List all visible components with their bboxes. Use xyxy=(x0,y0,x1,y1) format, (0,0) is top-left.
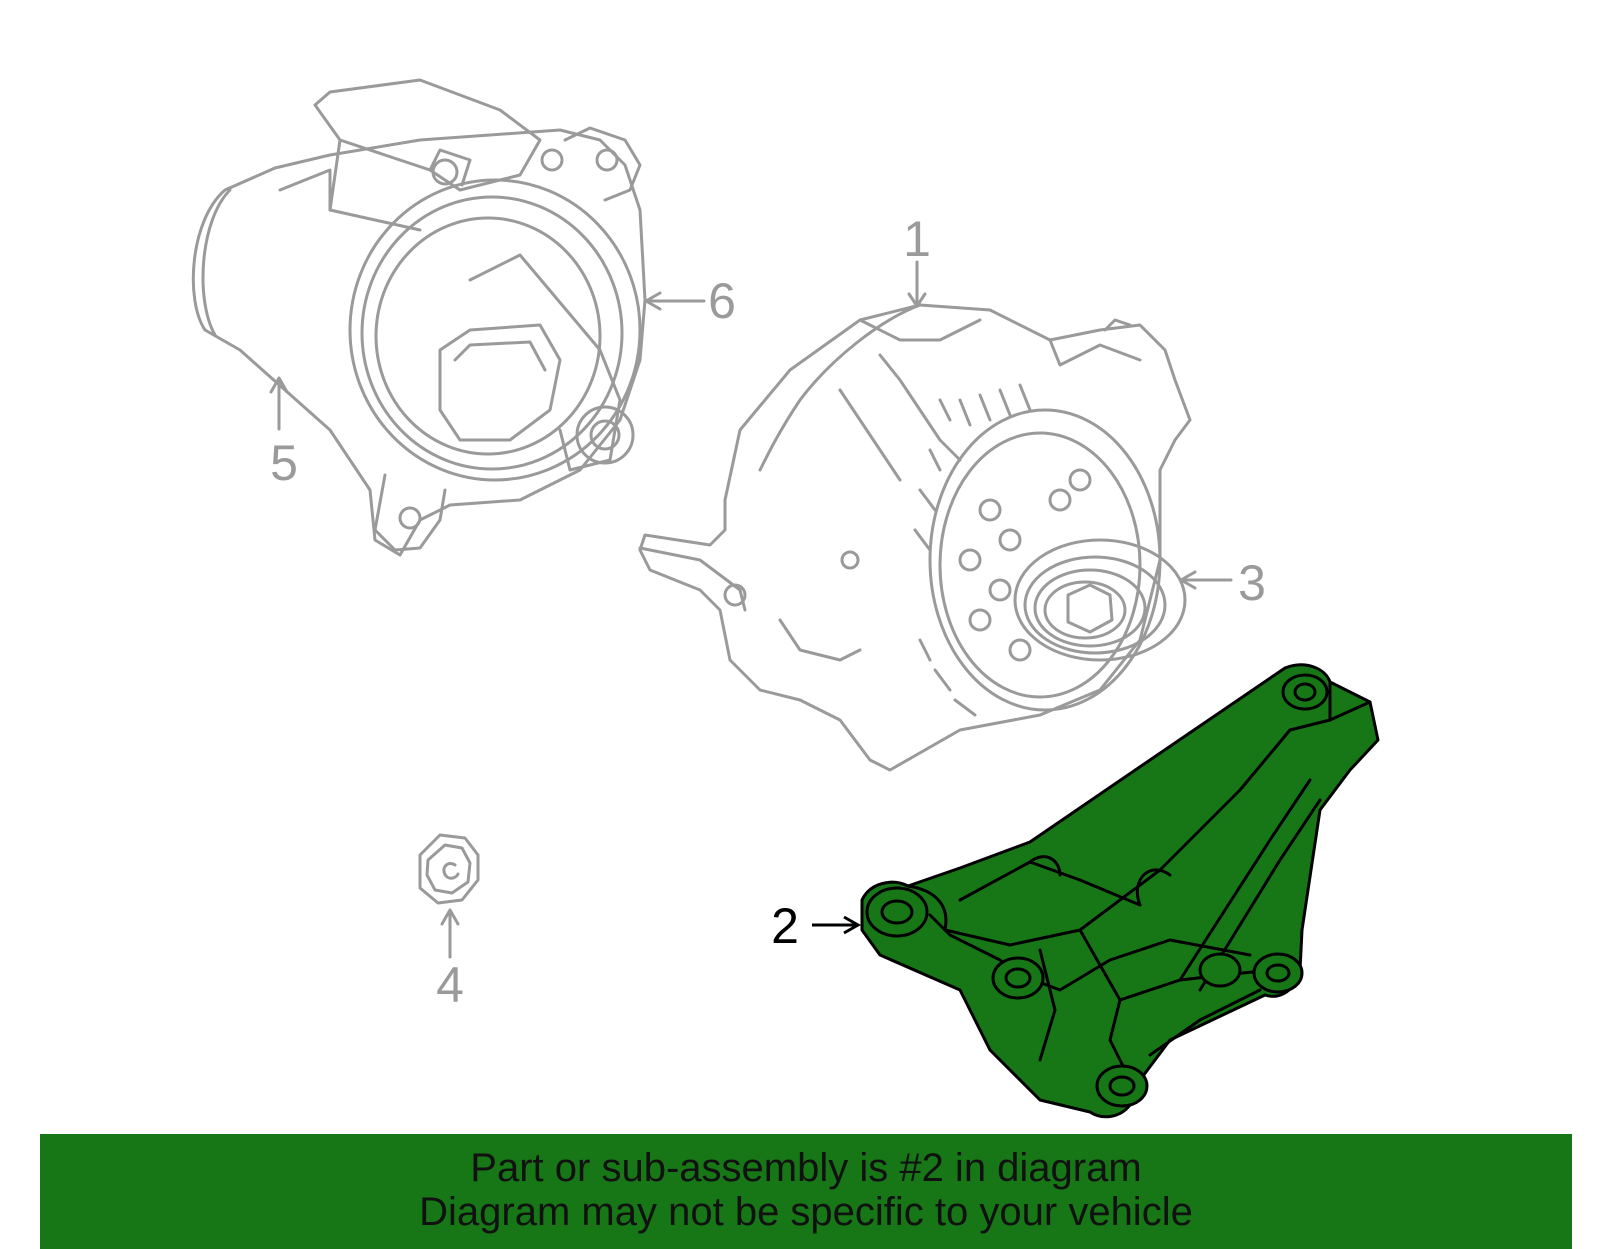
callout-1: 1 xyxy=(903,211,931,267)
callout-4: 4 xyxy=(436,957,464,1013)
mounting-bracket-highlight xyxy=(860,663,1380,1119)
callout-3: 3 xyxy=(1238,555,1266,611)
gray-leader-arrows xyxy=(269,260,1233,959)
callout-2: 2 xyxy=(771,898,799,954)
part-2-leader-arrow xyxy=(812,915,862,935)
nut-drawing xyxy=(418,833,480,905)
info-banner: Part or sub-assembly is #2 in diagram Di… xyxy=(40,1134,1572,1249)
starter-motor-drawing xyxy=(191,78,647,557)
banner-line-disclaimer: Diagram may not be specific to your vehi… xyxy=(419,1190,1193,1234)
alternator-drawing xyxy=(638,303,1192,772)
callout-5: 5 xyxy=(270,435,298,491)
banner-line-part-number: Part or sub-assembly is #2 in diagram xyxy=(470,1146,1142,1190)
callout-6: 6 xyxy=(708,273,736,329)
